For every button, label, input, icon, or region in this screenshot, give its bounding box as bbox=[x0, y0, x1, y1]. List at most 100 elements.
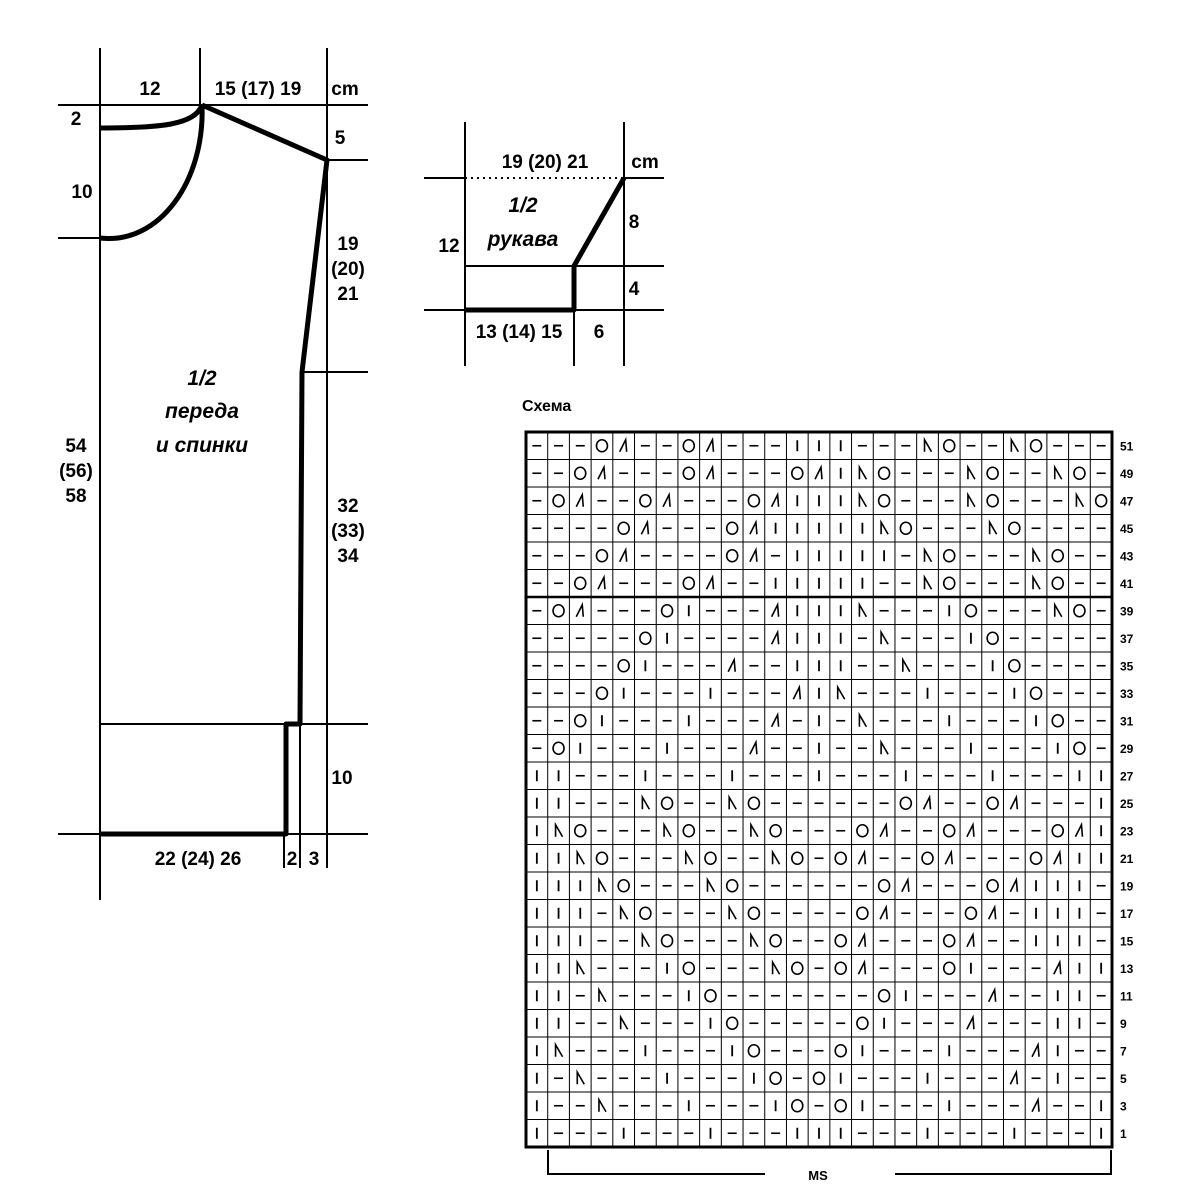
ssk-symbol bbox=[1032, 546, 1041, 563]
k2tog-symbol bbox=[901, 876, 910, 893]
yarn-over-symbol bbox=[769, 823, 782, 838]
yarn-over-symbol bbox=[1051, 713, 1065, 728]
ssk-symbol bbox=[880, 739, 889, 755]
ssk-symbol bbox=[858, 491, 868, 508]
k2tog-symbol bbox=[662, 491, 671, 508]
k2tog-symbol bbox=[705, 464, 715, 480]
yarn-over-symbol bbox=[1051, 576, 1065, 591]
yarn-over-symbol bbox=[942, 823, 956, 838]
k2tog-symbol bbox=[749, 739, 758, 755]
yarn-over-symbol bbox=[877, 988, 891, 1003]
row-number: 33 bbox=[1120, 687, 1134, 701]
k2tog-symbol bbox=[966, 1014, 975, 1030]
ssk-symbol bbox=[1032, 574, 1041, 590]
yarn-over-symbol bbox=[1008, 521, 1021, 536]
yarn-over-symbol bbox=[682, 823, 696, 838]
row-number: 37 bbox=[1120, 632, 1134, 646]
ssk-symbol bbox=[880, 519, 889, 535]
k2tog-symbol bbox=[770, 491, 780, 508]
yarn-over-symbol bbox=[942, 548, 956, 563]
yarn-over-symbol bbox=[747, 493, 761, 508]
dim-length-3: 58 bbox=[65, 486, 86, 507]
yarn-over-symbol bbox=[834, 1098, 848, 1113]
body-label-2: переда bbox=[165, 400, 239, 423]
k2tog-symbol bbox=[575, 601, 585, 618]
yarn-over-symbol bbox=[639, 631, 652, 646]
ssk-symbol bbox=[880, 629, 889, 645]
dim-step-a: 2 bbox=[287, 849, 298, 870]
yarn-over-symbol bbox=[986, 466, 999, 481]
yarn-over-symbol bbox=[747, 1043, 761, 1058]
repeat-bracket-left bbox=[547, 1150, 765, 1175]
dim-sleeve-cap-height: 8 bbox=[629, 212, 640, 233]
yarn-over-symbol bbox=[856, 906, 869, 921]
k2tog-symbol bbox=[922, 794, 932, 810]
row-number: 27 bbox=[1120, 769, 1134, 783]
row-number: 3 bbox=[1120, 1099, 1127, 1113]
chart-title: Схема bbox=[522, 398, 571, 415]
ssk-symbol bbox=[923, 436, 933, 453]
k2tog-symbol bbox=[966, 821, 975, 838]
sleeve-schematic: 19 (20) 21 cm 8 12 4 13 (14) 15 6 1/2 ру… bbox=[424, 122, 664, 366]
ssk-symbol bbox=[728, 904, 737, 920]
ssk-symbol bbox=[598, 876, 607, 893]
yarn-over-symbol bbox=[856, 823, 869, 838]
yarn-over-symbol bbox=[617, 658, 630, 673]
yarn-over-symbol bbox=[704, 988, 717, 1003]
ssk-symbol bbox=[641, 931, 651, 948]
row-number: 19 bbox=[1120, 879, 1134, 893]
ssk-symbol bbox=[967, 464, 976, 480]
yarn-over-symbol bbox=[1051, 548, 1065, 563]
yarn-over-symbol bbox=[856, 1016, 869, 1031]
row-number: 41 bbox=[1120, 577, 1134, 591]
yarn-over-symbol bbox=[682, 576, 696, 591]
k2tog-symbol bbox=[879, 904, 888, 920]
k2tog-symbol bbox=[1009, 1069, 1019, 1085]
ssk-symbol bbox=[663, 821, 672, 838]
yarn-over-symbol bbox=[725, 521, 739, 536]
k2tog-symbol bbox=[640, 519, 650, 535]
k2tog-symbol bbox=[987, 986, 997, 1003]
k2tog-symbol bbox=[966, 931, 975, 948]
sleeve-label-1: 1/2 bbox=[508, 194, 538, 217]
yarn-over-symbol bbox=[660, 796, 674, 811]
body-schematic: 12 15 (17) 19 cm 2 10 5 19 (20) 21 32 (3… bbox=[58, 48, 368, 900]
yarn-over-symbol bbox=[595, 851, 609, 866]
dim-sleeve-bottom-width: 13 (14) 15 bbox=[476, 322, 563, 343]
yarn-over-symbol bbox=[1094, 493, 1108, 508]
ssk-symbol bbox=[576, 849, 585, 865]
dim-side-1: 32 bbox=[337, 496, 358, 517]
ssk-symbol bbox=[576, 1069, 585, 1085]
k2tog-symbol bbox=[770, 711, 780, 728]
yarn-over-symbol bbox=[595, 438, 609, 453]
k2tog-symbol bbox=[857, 931, 867, 948]
ssk-symbol bbox=[858, 464, 868, 480]
dim-side-3: 34 bbox=[337, 546, 359, 567]
k2tog-symbol bbox=[705, 574, 715, 590]
row-number: 51 bbox=[1120, 439, 1134, 453]
k2tog-symbol bbox=[770, 629, 780, 645]
yarn-over-symbol bbox=[790, 851, 804, 866]
yarn-over-symbol bbox=[790, 466, 804, 481]
yarn-over-symbol bbox=[725, 878, 739, 893]
k2tog-symbol bbox=[857, 849, 867, 865]
yarn-over-symbol bbox=[573, 466, 587, 481]
dim-neck-width: 12 bbox=[139, 79, 160, 100]
ssk-symbol bbox=[728, 794, 737, 810]
yarn-over-symbol bbox=[877, 493, 891, 508]
dim-neck-drop-top: 2 bbox=[71, 109, 82, 130]
ssk-symbol bbox=[1075, 491, 1085, 508]
body-label-3: и спинки bbox=[156, 434, 248, 457]
k2tog-symbol bbox=[727, 656, 736, 673]
yarn-over-symbol bbox=[1029, 851, 1043, 866]
k2tog-symbol bbox=[1053, 849, 1062, 865]
dim-armhole-2: (20) bbox=[331, 259, 365, 280]
dim-sleeve-unit: cm bbox=[631, 152, 658, 173]
yarn-over-symbol bbox=[942, 438, 956, 453]
row-number: 49 bbox=[1120, 467, 1134, 481]
ssk-symbol bbox=[923, 574, 933, 590]
dim-side-2: (33) bbox=[331, 521, 365, 542]
yarn-over-symbol bbox=[552, 603, 565, 618]
ssk-symbol bbox=[1053, 601, 1063, 618]
yarn-over-symbol bbox=[769, 933, 782, 948]
